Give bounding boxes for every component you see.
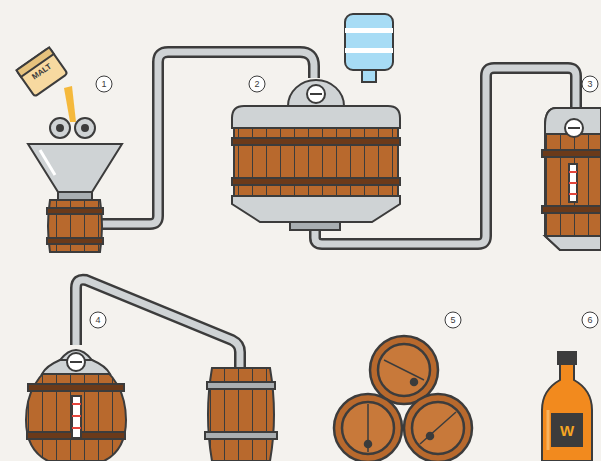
pot-still [26,350,277,461]
washback [542,108,601,250]
malt-mill [16,47,122,252]
callout-number: 6 [582,312,599,329]
bottle-label: W [560,423,574,438]
callout-number: 5 [445,312,462,329]
cask-stack [334,336,472,461]
callout-number: 3 [582,76,599,93]
pipes [76,52,576,368]
callout-number: 4 [90,312,107,329]
callout-number: 1 [96,76,113,93]
whisky-bottle [542,352,592,461]
mash-tun [232,14,400,230]
callout-number: 2 [249,76,266,93]
